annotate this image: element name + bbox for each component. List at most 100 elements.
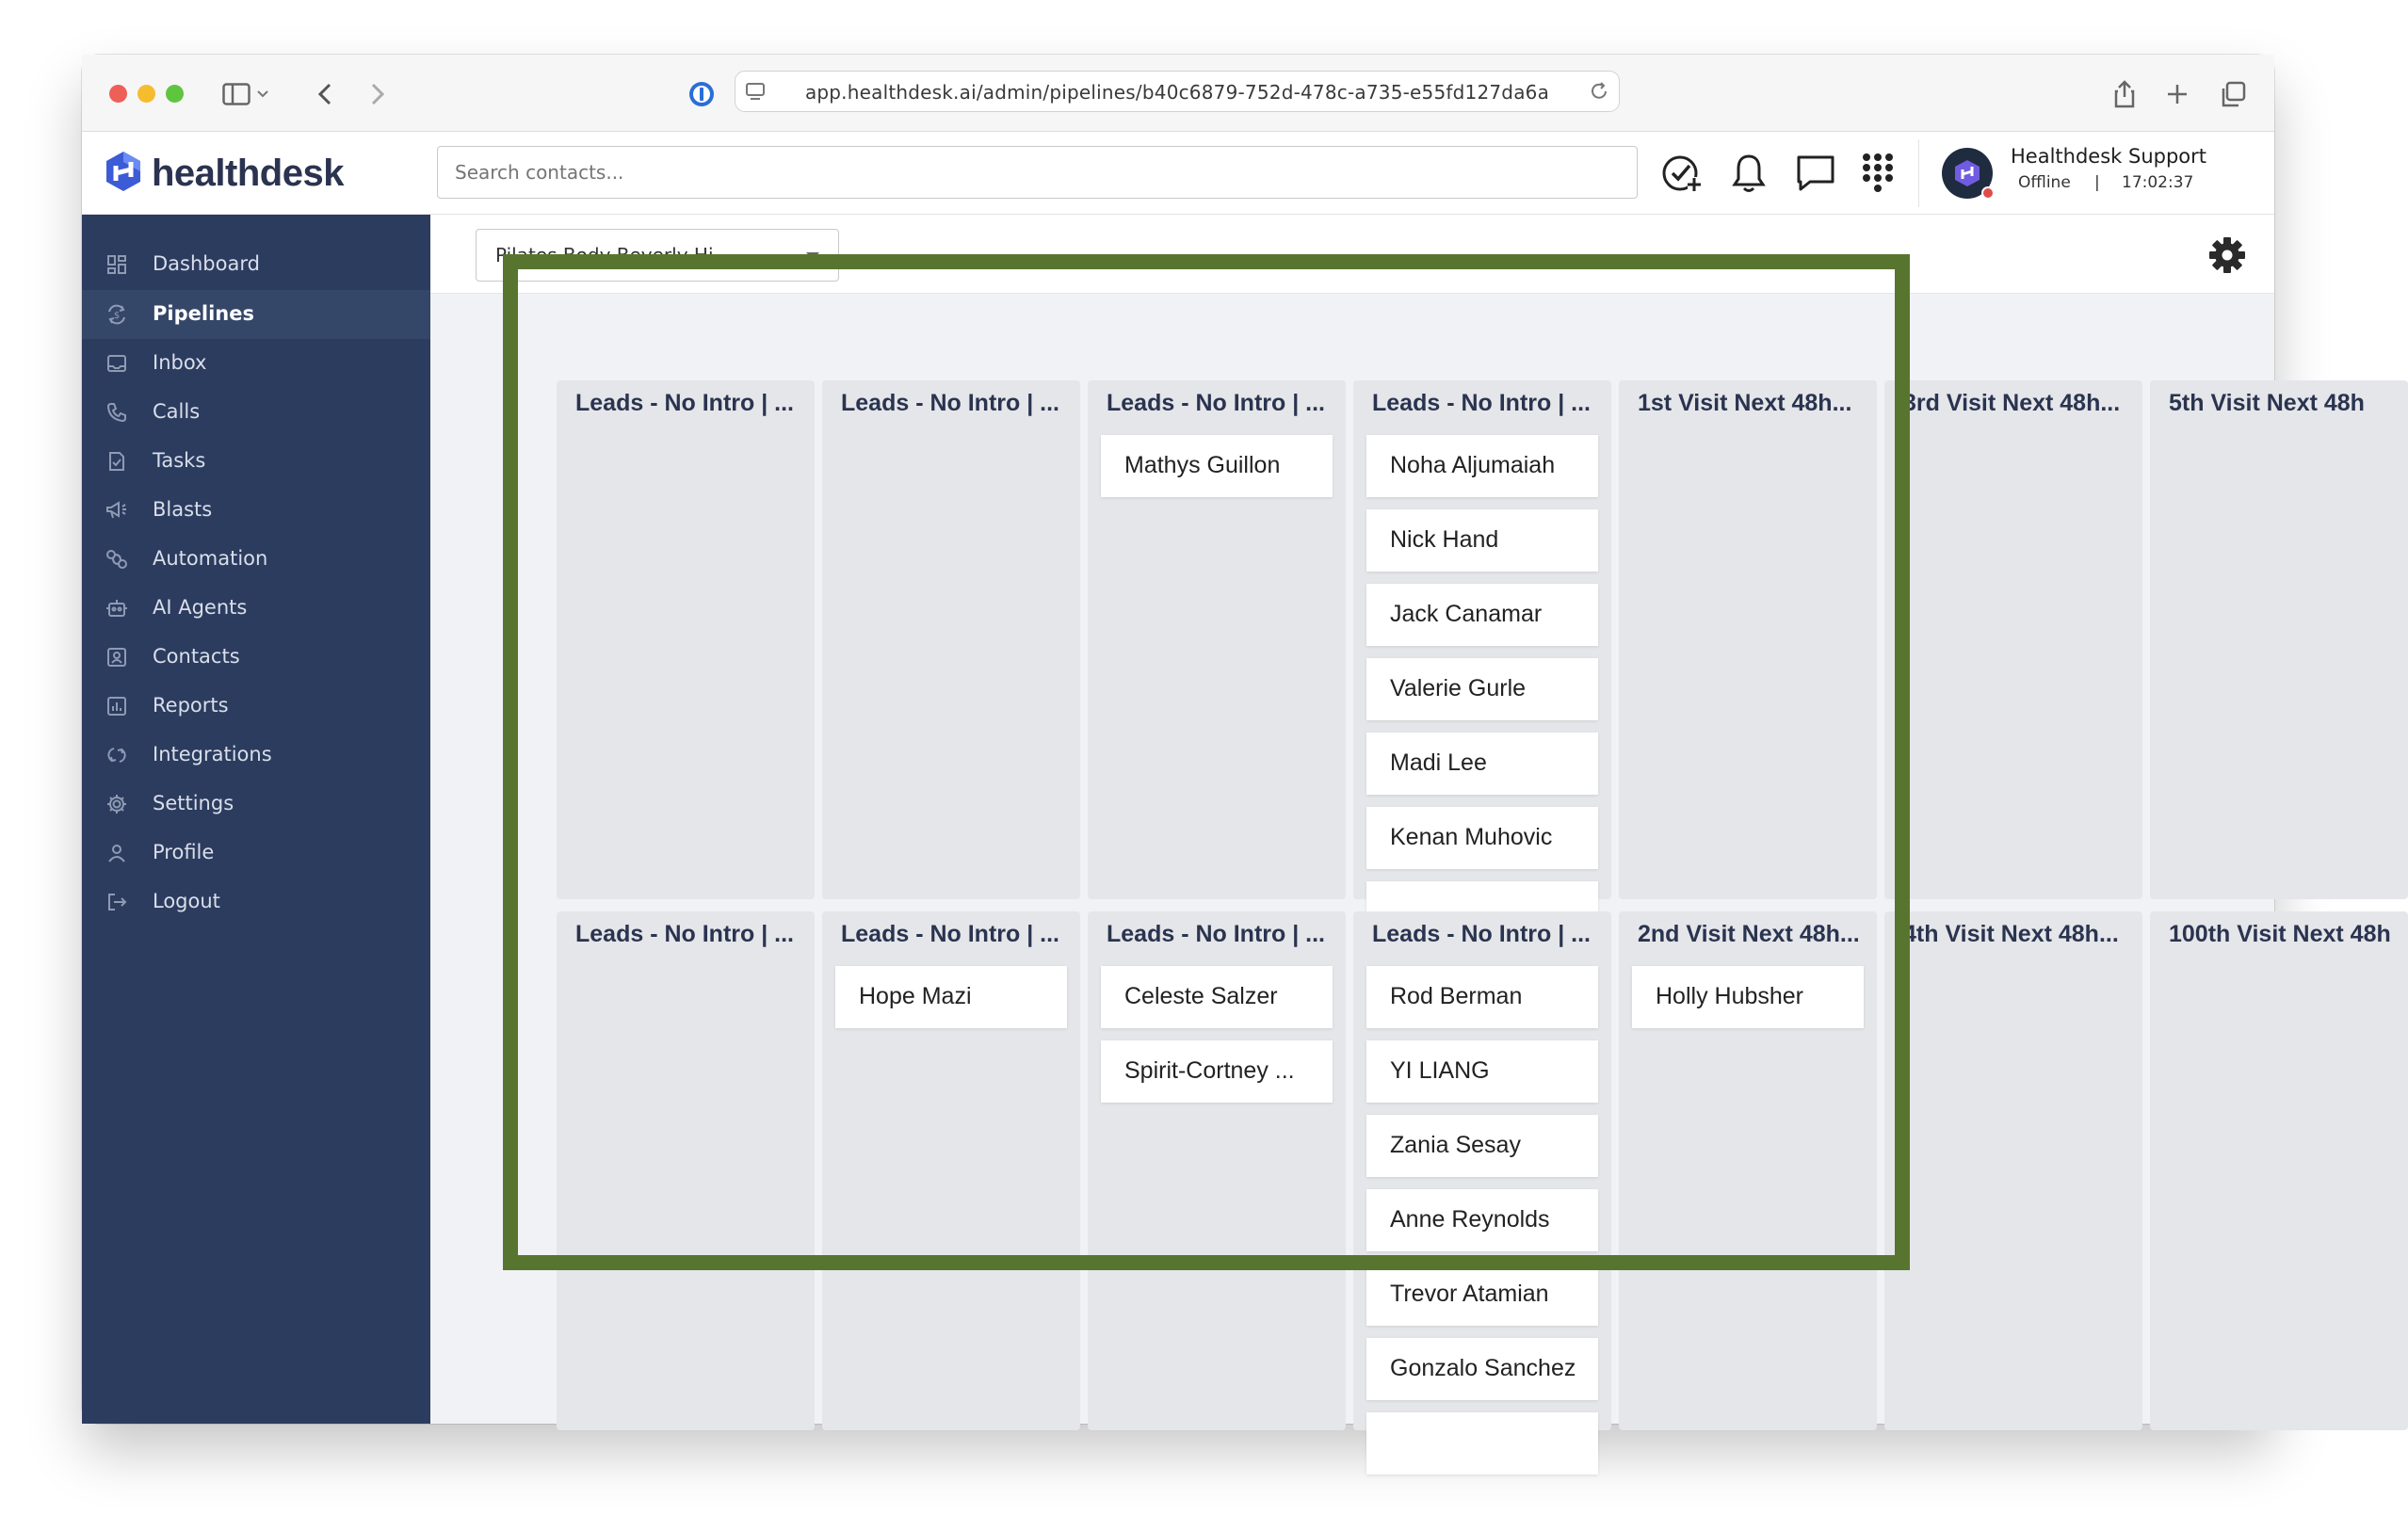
contact-name: Valerie Gurle bbox=[1390, 675, 1527, 701]
contact-card[interactable]: Holly Hubsher bbox=[1632, 966, 1864, 1028]
share-icon[interactable] bbox=[2104, 73, 2145, 115]
sidebar-item-contacts[interactable]: Contacts bbox=[82, 633, 430, 682]
contact-card[interactable]: Jack Canamar bbox=[1366, 584, 1598, 646]
sidebar-item-blasts[interactable]: Blasts bbox=[82, 486, 430, 535]
pipeline-column: 4th Visit Next 48h... bbox=[1884, 911, 2142, 1430]
column-title[interactable]: 4th Visit Next 48h... bbox=[1903, 921, 2119, 947]
sidebar-item-reports[interactable]: Reports bbox=[82, 682, 430, 731]
sidebar-item-label: Contacts bbox=[153, 645, 240, 668]
contact-card[interactable]: Gonzalo Sanchez bbox=[1366, 1338, 1598, 1400]
contact-card[interactable]: Kenan Muhovic bbox=[1366, 807, 1598, 869]
minimize-window-button[interactable] bbox=[137, 85, 155, 103]
column-title[interactable]: 3rd Visit Next 48h... bbox=[1903, 390, 2121, 416]
chat-icon[interactable] bbox=[1793, 151, 1838, 196]
browser-toolbar: app.healthdesk.ai/admin/pipelines/b40c68… bbox=[82, 55, 2274, 132]
forward-icon[interactable] bbox=[357, 73, 398, 115]
sidebar-item-label: AI Agents bbox=[153, 596, 248, 619]
page-info-icon[interactable] bbox=[745, 81, 768, 105]
back-icon[interactable] bbox=[304, 73, 346, 115]
pipeline-column: Leads - No Intro | ... bbox=[822, 380, 1080, 899]
contact-card[interactable]: Valerie Gurle bbox=[1366, 658, 1598, 720]
column-title[interactable]: Leads - No Intro | ... bbox=[575, 921, 795, 947]
column-title[interactable]: 100th Visit Next 48h bbox=[2169, 921, 2391, 947]
bell-icon[interactable] bbox=[1726, 151, 1771, 196]
add-task-icon[interactable] bbox=[1659, 151, 1705, 196]
column-title[interactable]: Leads - No Intro | ... bbox=[575, 390, 795, 416]
column-title[interactable]: 5th Visit Next 48h bbox=[2169, 390, 2365, 416]
tab-overview-icon[interactable] bbox=[2212, 73, 2254, 115]
sidebar-item-ai-agents[interactable]: AI Agents bbox=[82, 584, 430, 633]
column-title[interactable]: Leads - No Intro | ... bbox=[1372, 921, 1592, 947]
contact-card[interactable]: Celeste Salzer bbox=[1101, 966, 1333, 1028]
zoom-window-button[interactable] bbox=[166, 85, 184, 103]
pipeline-column: Leads - No Intro | ... Mathys Guillon bbox=[1088, 380, 1346, 899]
sidebar-item-logout[interactable]: Logout bbox=[82, 878, 430, 927]
status-separator: | bbox=[2094, 173, 2100, 192]
sidebar-item-label: Tasks bbox=[153, 449, 206, 472]
contact-card[interactable]: Mathys Guillon bbox=[1101, 435, 1333, 497]
address-bar[interactable]: app.healthdesk.ai/admin/pipelines/b40c68… bbox=[735, 71, 1620, 112]
logo[interactable]: healthdesk bbox=[103, 149, 344, 198]
contact-card[interactable]: Spirit-Cortney ... bbox=[1101, 1040, 1333, 1103]
inbox-icon bbox=[105, 352, 128, 375]
location-select[interactable]: Pilates Body Beverly Hi... bbox=[476, 229, 839, 282]
gear-icon[interactable] bbox=[2207, 235, 2247, 275]
dialpad-icon[interactable] bbox=[1855, 151, 1900, 196]
sidebar-item-pipelines[interactable]: $ Pipelines bbox=[82, 290, 430, 339]
column-title[interactable]: Leads - No Intro | ... bbox=[1372, 390, 1592, 416]
pipeline-column: 3rd Visit Next 48h... bbox=[1884, 380, 2142, 899]
sidebar: Dashboard $ Pipelines Inbox Calls Tasks … bbox=[82, 215, 430, 1424]
sidebar-item-dashboard[interactable]: Dashboard bbox=[82, 240, 430, 289]
caret-down-icon bbox=[806, 252, 819, 260]
contact-card[interactable]: Zania Sesay bbox=[1366, 1115, 1598, 1177]
contact-card[interactable]: Noha Aljumaiah bbox=[1366, 435, 1598, 497]
contact-card[interactable]: Rod Berman bbox=[1366, 966, 1598, 1028]
column-title[interactable]: Leads - No Intro | ... bbox=[841, 390, 1060, 416]
sidebar-toggle-icon[interactable] bbox=[216, 73, 257, 115]
browser-window: app.healthdesk.ai/admin/pipelines/b40c68… bbox=[82, 55, 2408, 1475]
contact-card[interactable]: Hope Mazi bbox=[835, 966, 1067, 1028]
sidebar-item-settings[interactable]: Settings bbox=[82, 780, 430, 829]
contact-card[interactable]: Nick Hand bbox=[1366, 509, 1598, 572]
pipeline-toolbar: Pilates Body Beverly Hi... bbox=[430, 215, 2274, 294]
contact-card-partial[interactable] bbox=[1366, 1412, 1598, 1475]
pipeline-column: Leads - No Intro | ... Rod Berman YI LIA… bbox=[1353, 911, 1611, 1475]
megaphone-icon bbox=[105, 499, 128, 522]
contact-name: Hope Mazi bbox=[859, 983, 972, 1009]
chevron-down-icon[interactable] bbox=[251, 73, 274, 115]
session-timer: 17:02:37 bbox=[2122, 173, 2194, 192]
contact-card[interactable]: YI LIANG bbox=[1366, 1040, 1598, 1103]
column-title[interactable]: Leads - No Intro | ... bbox=[841, 921, 1060, 947]
sidebar-item-automation[interactable]: Automation bbox=[82, 535, 430, 584]
search-input[interactable] bbox=[437, 146, 1638, 199]
column-title[interactable]: Leads - No Intro | ... bbox=[1107, 921, 1326, 947]
integrations-icon bbox=[105, 744, 128, 766]
column-title[interactable]: Leads - No Intro | ... bbox=[1107, 390, 1326, 416]
sidebar-item-tasks[interactable]: Tasks bbox=[82, 437, 430, 486]
sidebar-item-label: Logout bbox=[153, 890, 220, 912]
pipelines-icon: $ bbox=[105, 303, 128, 326]
column-title[interactable]: 1st Visit Next 48h... bbox=[1638, 390, 1852, 416]
password-manager-icon[interactable] bbox=[681, 73, 722, 115]
sidebar-item-inbox[interactable]: Inbox bbox=[82, 339, 430, 388]
sidebar-item-label: Profile bbox=[153, 841, 215, 863]
robot-icon bbox=[105, 597, 128, 620]
logo-text: healthdesk bbox=[152, 152, 344, 194]
new-tab-icon[interactable] bbox=[2157, 73, 2198, 115]
contact-name: Gonzalo Sanchez bbox=[1390, 1355, 1576, 1381]
user-status[interactable]: Offline bbox=[2018, 173, 2071, 192]
close-window-button[interactable] bbox=[109, 85, 127, 103]
sidebar-item-calls[interactable]: Calls bbox=[82, 388, 430, 437]
contact-card[interactable]: Trevor Atamian bbox=[1366, 1264, 1598, 1326]
user-name[interactable]: Healthdesk Support bbox=[2011, 145, 2207, 168]
contact-card[interactable]: Anne Reynolds bbox=[1366, 1189, 1598, 1251]
sidebar-item-profile[interactable]: Profile bbox=[82, 829, 430, 878]
reload-icon[interactable] bbox=[1589, 81, 1609, 105]
contact-name: Jack Canamar bbox=[1390, 601, 1543, 627]
sidebar-item-integrations[interactable]: Integrations bbox=[82, 731, 430, 780]
phone-icon bbox=[105, 401, 128, 424]
contact-card[interactable]: Madi Lee bbox=[1366, 733, 1598, 795]
column-title[interactable]: 2nd Visit Next 48h... bbox=[1638, 921, 1860, 947]
pipeline-column: 100th Visit Next 48h bbox=[2150, 911, 2408, 1430]
svg-text:$: $ bbox=[114, 311, 120, 321]
